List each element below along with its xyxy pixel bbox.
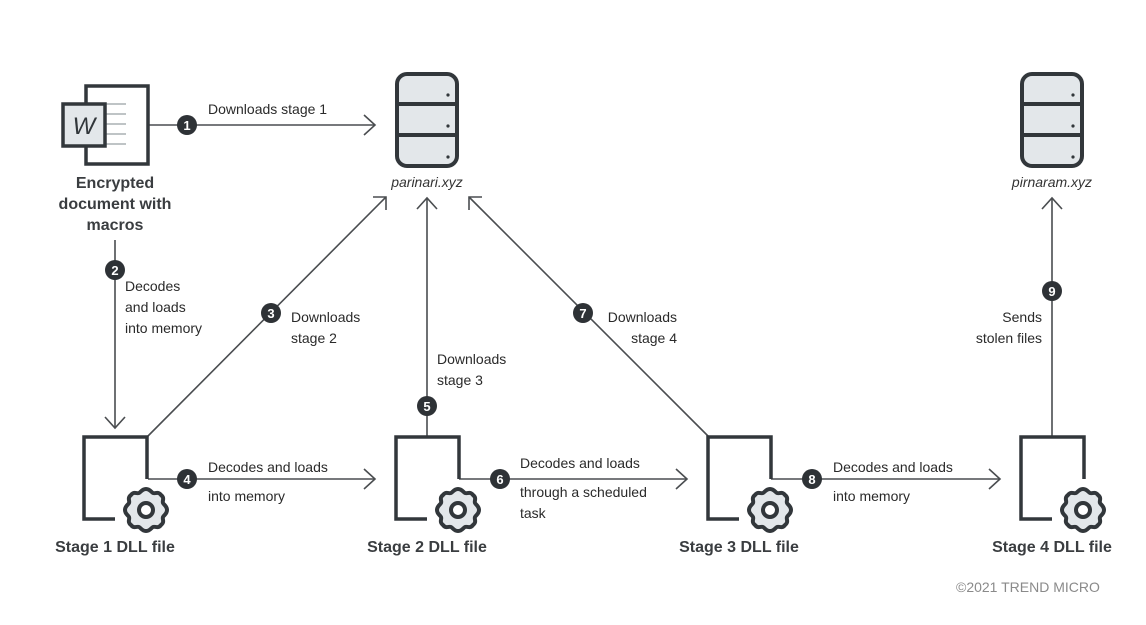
step-4-label: Decodes and loads into memory: [208, 453, 328, 511]
step-8-label: Decodes and loads into memory: [833, 453, 953, 511]
step-label-line: stage 3: [437, 372, 483, 388]
step-label-line: into memory: [208, 488, 286, 504]
step-label-line: Downloads: [437, 351, 507, 367]
step-label-line: Decodes and loads: [208, 459, 328, 475]
step-label-line: Decodes and loads: [833, 459, 953, 475]
svg-text:9: 9: [1048, 284, 1055, 299]
svg-text:8: 8: [808, 472, 815, 487]
dll-file-icon-stage3: [706, 435, 773, 521]
step-badge-4: 4: [177, 469, 197, 489]
stage1-label: Stage 1 DLL file: [55, 539, 175, 556]
gear-icon-stage3: [747, 487, 793, 533]
gear-icon-stage2: [435, 487, 481, 533]
step-label-line: Downloads: [291, 309, 361, 325]
arrowhead-step-6: [675, 468, 689, 490]
step-badge-1: 1: [177, 115, 197, 135]
svg-text:4: 4: [183, 472, 191, 487]
step-badge-2: 2: [105, 260, 125, 280]
arrowhead-step-4: [363, 468, 377, 490]
step-label-line: Downloads: [607, 309, 677, 325]
server-label-pirnaram: pirnaram.xyz: [1011, 174, 1093, 190]
dll-file-icon-stage1: [82, 435, 149, 521]
step-label-line: into memory: [833, 488, 911, 504]
svg-text:5: 5: [423, 399, 430, 414]
arrowhead-step-2: [104, 416, 126, 430]
step-label-line: stolen files: [975, 330, 1042, 346]
step-badge-7: 7: [573, 303, 593, 323]
server-icon-pirnaram: [1020, 72, 1084, 168]
step-label-line: task: [520, 505, 546, 521]
svg-text:7: 7: [579, 306, 586, 321]
step-label-line: Decodes: [125, 278, 181, 294]
document-label: Encrypted document with macros: [40, 173, 190, 236]
step-label-line: and loads: [125, 299, 186, 315]
step-label-line: Decodes and loads: [520, 455, 640, 471]
gear-icon-stage1: [123, 487, 169, 533]
step-badge-5: 5: [417, 396, 437, 416]
step-badge-9: 9: [1042, 281, 1062, 301]
arrowhead-step-1: [363, 114, 377, 136]
arrowhead-step-5: [416, 196, 438, 210]
step-badge-8: 8: [802, 469, 822, 489]
step-5-label: Downloads stage 3: [437, 349, 506, 391]
server-icon-parinari: [395, 72, 459, 168]
svg-text:2: 2: [111, 263, 118, 278]
word-document-icon: W: [61, 84, 150, 166]
step-2-label: Decodes and loads into memory: [125, 276, 202, 339]
svg-text:6: 6: [496, 472, 503, 487]
step-label-line: through a scheduled: [520, 484, 647, 500]
step-6-label: Decodes and loads through a scheduled ta…: [520, 453, 647, 524]
step-7-label: Downloads stage 4: [576, 307, 677, 349]
stage4-label: Stage 4 DLL file: [992, 539, 1112, 556]
copyright: ©2021 TREND MICRO: [956, 579, 1100, 595]
arrowhead-step-3: [373, 196, 387, 210]
gear-icon-stage4: [1060, 487, 1106, 533]
stage2-label: Stage 2 DLL file: [367, 539, 487, 556]
step-label-line: into memory: [125, 320, 203, 336]
step-label-line: Sends: [1002, 309, 1042, 325]
arrowhead-step-8: [988, 468, 1002, 490]
document-label-line: macros: [86, 217, 144, 234]
dll-file-icon-stage4: [1019, 435, 1086, 521]
arrowhead-step-7: [468, 196, 482, 210]
svg-text:1: 1: [183, 118, 190, 133]
step-3-label: Downloads stage 2: [291, 307, 360, 349]
dll-file-icon-stage2: [394, 435, 461, 521]
document-label-line: document with: [58, 196, 172, 213]
server-label-parinari: parinari.xyz: [391, 174, 463, 190]
step-label-line: stage 4: [631, 330, 677, 346]
step-badge-6: 6: [490, 469, 510, 489]
stage3-label: Stage 3 DLL file: [679, 539, 799, 556]
svg-text:3: 3: [267, 306, 274, 321]
arrowhead-step-9: [1041, 196, 1063, 210]
step-label-line: Downloads stage 1: [208, 101, 328, 117]
step-label-line: stage 2: [291, 330, 337, 346]
word-glyph: W: [73, 113, 98, 140]
document-label-line: Encrypted: [75, 175, 155, 192]
step-1-label: Downloads stage 1: [208, 99, 327, 120]
step-9-label: Sends stolen files: [950, 307, 1042, 349]
step-badge-3: 3: [261, 303, 281, 323]
